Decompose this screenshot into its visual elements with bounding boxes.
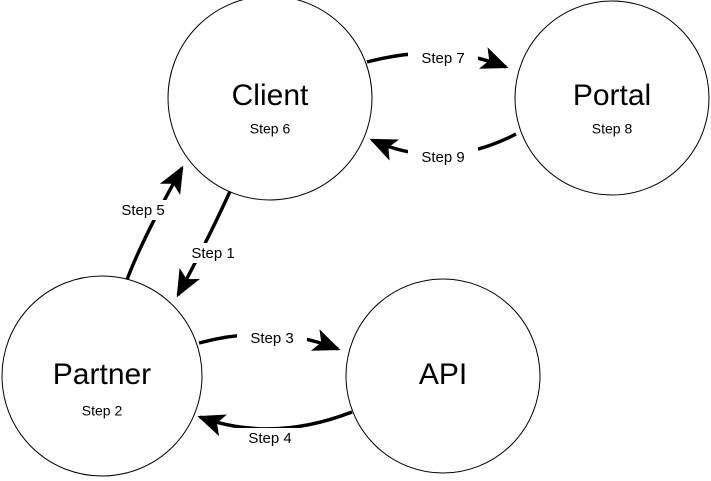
edge-step-7-label-bg — [408, 48, 478, 68]
edge-step-1: Step 1 — [176, 186, 248, 298]
edge-step-4-label-bg — [235, 428, 305, 448]
edge-step-3: Step 3 — [198, 328, 341, 351]
node-portal-circle[interactable] — [514, 0, 710, 196]
node-partner-circle[interactable] — [1, 275, 203, 477]
node-api-title: API — [419, 358, 467, 391]
edge-step-3-label: Step 3 — [250, 330, 293, 347]
edge-step-5-label-bg — [108, 200, 178, 220]
node-client-title: Client — [232, 79, 309, 112]
edge-step-1-path — [176, 186, 234, 298]
node-partner-sublabel: Step 2 — [82, 403, 123, 419]
edge-step-1-label: Step 1 — [191, 245, 234, 262]
edge-step-9: Step 9 — [369, 132, 517, 167]
node-portal-sublabel: Step 8 — [592, 121, 633, 137]
node-client[interactable]: Client Step 6 — [167, 0, 373, 201]
edge-step-4-path — [197, 410, 353, 437]
edge-step-9-label: Step 9 — [421, 149, 464, 166]
node-client-sublabel: Step 6 — [250, 121, 291, 137]
edge-step-5-label: Step 5 — [121, 202, 164, 219]
edge-step-1-label-bg — [178, 243, 248, 263]
node-portal[interactable]: Portal Step 8 — [514, 0, 710, 196]
edge-step-4: Step 4 — [197, 410, 353, 448]
edge-step-4-label: Step 4 — [248, 430, 291, 447]
edge-step-9-label-bg — [408, 147, 478, 167]
node-api[interactable]: API — [345, 278, 541, 474]
node-api-circle[interactable] — [345, 278, 541, 474]
edge-step-5-path — [123, 165, 184, 286]
node-client-circle[interactable] — [167, 0, 373, 201]
edge-step-7: Step 7 — [366, 47, 509, 69]
node-partner-title: Partner — [53, 358, 151, 391]
node-portal-title: Portal — [573, 79, 651, 112]
node-partner[interactable]: Partner Step 2 — [1, 275, 203, 477]
edge-step-3-label-bg — [237, 328, 307, 348]
edge-step-7-label: Step 7 — [421, 50, 464, 67]
edge-step-5: Step 5 — [108, 165, 184, 286]
